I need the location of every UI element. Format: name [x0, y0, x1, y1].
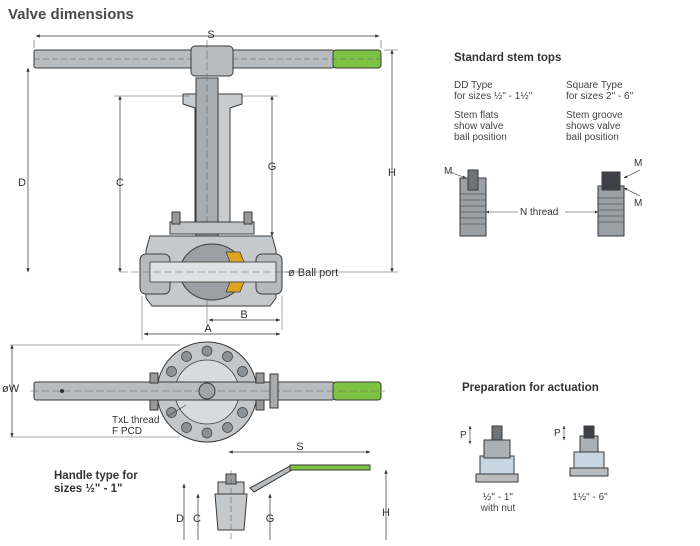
- pcd-label: F PCD: [112, 426, 142, 437]
- small-dim-c-label: C: [193, 513, 201, 525]
- n-thread-label: N thread: [520, 207, 558, 218]
- flange-bolt: [166, 366, 177, 377]
- dim-w-label: øW: [2, 383, 20, 395]
- flange-bolt: [237, 407, 248, 418]
- dim-c-label: C: [116, 177, 124, 189]
- flange-bolt: [222, 422, 233, 433]
- thread-label: TxL thread: [112, 415, 159, 426]
- flange-bolt: [181, 422, 192, 433]
- flange-bolt: [201, 427, 213, 439]
- actuation-view: P P: [460, 425, 609, 483]
- flange-bolt: [237, 366, 248, 377]
- square-type-note: Stem groove shows valve ball position: [566, 110, 623, 143]
- actuation-right-caption: 1½" - 6": [572, 492, 608, 503]
- dim-g-label: G: [268, 161, 277, 173]
- dd-m-label: M: [444, 166, 452, 177]
- dd-type-title: DD Type for sizes ½" - 1½": [454, 80, 533, 102]
- main-elevation-view: S D C G H ø Ball port B A: [18, 29, 398, 340]
- handle-hub: [190, 45, 234, 77]
- right-p-label: P: [554, 428, 561, 439]
- flange-bolt: [166, 407, 177, 418]
- actuation-heading: Preparation for actuation: [462, 382, 599, 394]
- left-p-label: P: [460, 430, 467, 441]
- page-title: Valve dimensions: [8, 6, 134, 23]
- flange-bolt: [222, 351, 233, 362]
- square-stem: [597, 185, 625, 237]
- plan-view: øW TxL thread F PCD: [2, 341, 385, 443]
- small-dim-g-label: G: [266, 513, 275, 525]
- small-dim-d-label: D: [176, 513, 184, 525]
- square-m-label-1: M: [634, 158, 642, 169]
- dim-a-label: A: [204, 323, 212, 335]
- flange-bolt: [201, 345, 213, 357]
- small-dim-h-label: H: [382, 507, 390, 519]
- square-type-title: Square Type for sizes 2" - 6": [566, 80, 634, 102]
- dd-type-note: Stem flats show valve ball position: [454, 110, 507, 143]
- actuation-left-caption: ½" - 1" with nut: [480, 492, 516, 514]
- dim-s-label: S: [207, 29, 214, 41]
- small-dim-s-label: S: [296, 441, 303, 453]
- stem-tops-view: M M M N thread: [444, 158, 642, 237]
- small-handle-view: S D C G H: [176, 441, 390, 540]
- dim-b-label: B: [240, 309, 247, 321]
- flange-bolt: [181, 351, 192, 362]
- stem-tops-heading: Standard stem tops: [454, 52, 562, 64]
- ball-port-label: ø Ball port: [288, 267, 338, 279]
- dim-h-label: H: [388, 167, 396, 179]
- square-m-label-2: M: [634, 198, 642, 209]
- dim-d-label: D: [18, 177, 26, 189]
- small-handle-heading: Handle type for sizes ½" - 1": [54, 470, 138, 495]
